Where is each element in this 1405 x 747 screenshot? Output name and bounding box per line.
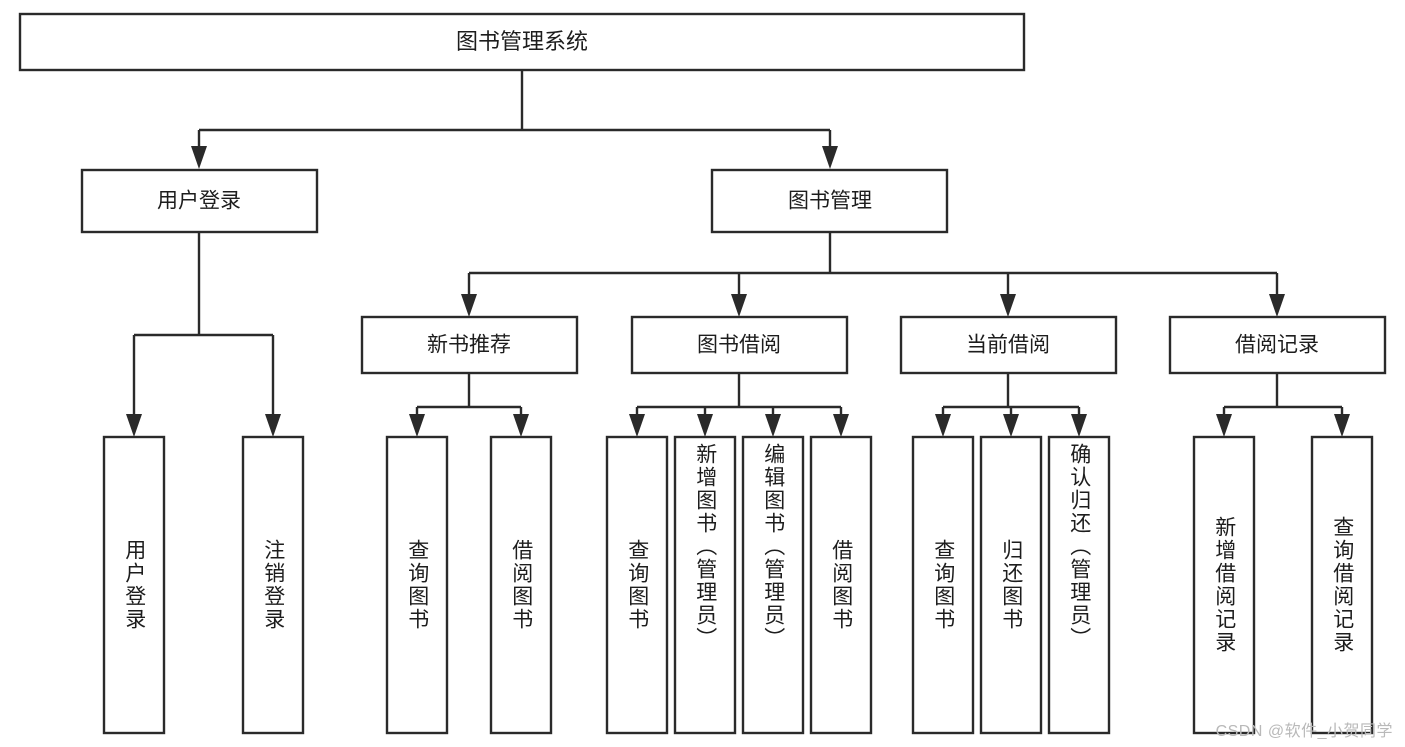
node-root-label: 图书管理系统 (456, 29, 588, 54)
arrow-head-current-borrow-leaf-1 (935, 414, 951, 437)
arrow-head-book-borrow-leaf-2 (697, 414, 713, 437)
node-book-management-label: 图书管理 (788, 190, 872, 213)
arrow-head-new-book-leaf-1 (409, 414, 425, 437)
arrow-head-book-borrow (731, 294, 747, 317)
arrow-head-user-login-leaf-2 (265, 414, 281, 437)
node-borrow-record-label: 借阅记录 (1235, 334, 1319, 357)
arrow-head-new-book (461, 294, 477, 317)
node-user-login-label: 用户登录 (157, 190, 241, 213)
arrow-head-book-borrow-leaf-3 (765, 414, 781, 437)
node-leaf-edit-book-admin[interactable] (741, 435, 805, 735)
watermark-text: CSDN @软件_小贺同学 (1215, 723, 1393, 740)
arrow-head-book-borrow-leaf-1 (629, 414, 645, 437)
node-book-management[interactable] (710, 168, 949, 234)
arrow-head-borrow-record-leaf-1 (1216, 414, 1232, 437)
node-book-borrow[interactable] (630, 315, 849, 375)
node-leaf-query-book-borrow[interactable] (605, 435, 669, 735)
node-leaf-add-borrow-record[interactable] (1192, 435, 1256, 735)
arrow-head-current-borrow (1000, 294, 1016, 317)
arrow-head-borrow-record (1269, 294, 1285, 317)
node-leaf-user-login[interactable] (102, 435, 166, 735)
arrow-head-book-mgmt (822, 146, 838, 169)
node-current-borrow[interactable] (899, 315, 1118, 375)
arrow-head-current-borrow-leaf-2 (1003, 414, 1019, 437)
node-new-book-recommend-label: 新书推荐 (427, 334, 511, 357)
node-user-login[interactable] (80, 168, 319, 234)
node-leaf-borrow-book-rec[interactable] (489, 435, 553, 735)
node-current-borrow-label: 当前借阅 (966, 334, 1050, 357)
node-leaf-query-book-rec[interactable] (385, 435, 449, 735)
arrow-head-book-borrow-leaf-4 (833, 414, 849, 437)
node-borrow-record[interactable] (1168, 315, 1387, 375)
node-leaf-query-borrow-record[interactable] (1310, 435, 1374, 735)
node-leaf-logout[interactable] (241, 435, 305, 735)
arrow-head-user-login-leaf-1 (126, 414, 142, 437)
node-root-book-management-system[interactable] (18, 12, 1026, 72)
node-book-borrow-label: 图书借阅 (697, 334, 781, 357)
node-leaf-confirm-return-admin[interactable] (1047, 435, 1111, 735)
arrow-head-new-book-leaf-2 (513, 414, 529, 437)
node-leaf-return-book[interactable] (979, 435, 1043, 735)
arrow-head-borrow-record-leaf-2 (1334, 414, 1350, 437)
node-leaf-borrow-book[interactable] (809, 435, 873, 735)
arrow-head-current-borrow-leaf-3 (1071, 414, 1087, 437)
node-new-book-recommend[interactable] (360, 315, 579, 375)
node-leaf-query-book-current[interactable] (911, 435, 975, 735)
node-leaf-add-book-admin[interactable] (673, 435, 737, 735)
arrow-head-user-login (191, 146, 207, 169)
